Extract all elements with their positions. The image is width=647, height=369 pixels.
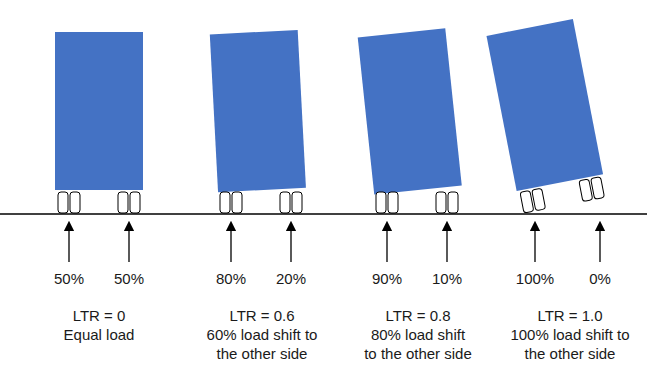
truck-level: [55, 32, 143, 213]
load-percent: 0%: [589, 270, 611, 288]
caption-text: the other side: [525, 345, 616, 363]
ltr-value: LTR = 0: [73, 307, 126, 325]
ltr-value: LTR = 0.8: [385, 307, 450, 325]
truck-tilt-small: [210, 30, 306, 213]
truck-tipping: [487, 19, 608, 213]
caption-text: the other side: [217, 345, 308, 363]
load-arrows: [69, 226, 600, 262]
load-percent: 10%: [432, 270, 462, 288]
load-percent: 90%: [372, 270, 402, 288]
caption-text: Equal load: [64, 326, 135, 344]
caption-text: 100% load shift to: [510, 326, 629, 344]
truck-tilt-medium: [358, 28, 462, 213]
load-percent: 20%: [276, 270, 306, 288]
ltr-value: LTR = 0.6: [229, 307, 294, 325]
caption-text: 80% load shift: [371, 326, 465, 344]
ground-line: [0, 213, 647, 215]
load-percent: 50%: [54, 270, 84, 288]
load-percent: 100%: [516, 270, 554, 288]
ltr-value: LTR = 1.0: [537, 307, 602, 325]
caption-text: to the other side: [364, 345, 472, 363]
caption-text: 60% load shift to: [207, 326, 318, 344]
load-percent: 50%: [114, 270, 144, 288]
load-percent: 80%: [216, 270, 246, 288]
